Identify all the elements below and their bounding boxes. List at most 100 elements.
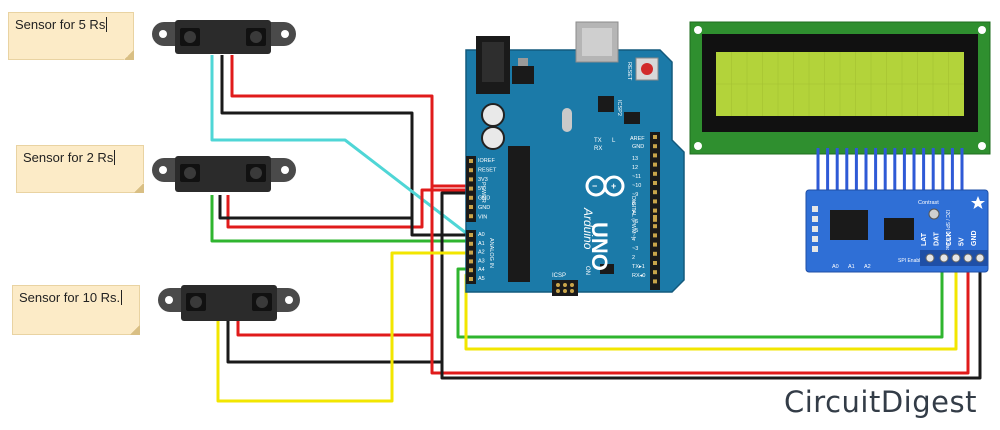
addr-label-2: A2 — [864, 264, 871, 270]
backpack-chip-1 — [830, 210, 868, 240]
digital-pin-label-7: ~6 — [632, 219, 638, 225]
text-cursor — [114, 150, 116, 165]
star-icon — [971, 196, 985, 209]
digital-pin-label-4: ~9 — [632, 192, 638, 198]
icsp-label: ICSP — [552, 273, 566, 279]
icsp2-label: ICSP2 — [616, 100, 622, 116]
backpack-pin-label-2: CLK — [946, 232, 953, 246]
digital-pin-label-0: 13 — [632, 156, 638, 162]
label-sensor-5rs: Sensor for 5 Rs — [8, 12, 134, 60]
analog-label: ANALOG IN — [488, 238, 494, 268]
analog-pin-label-0: A0 — [478, 232, 485, 238]
arduino-uno-board: − + Arduino UNO DIGITAL (PWM~) POWER ANA… — [465, 21, 685, 296]
svg-text:−: − — [592, 181, 597, 191]
backpack-pin-label-4: GND — [971, 230, 978, 246]
contrast-pot-icon — [928, 208, 940, 220]
label-sensor-5rs-text: Sensor for 5 Rs — [15, 17, 106, 32]
power-pin-label-5: GND — [478, 205, 490, 211]
digital-pin-label-10: ~3 — [632, 246, 638, 252]
label-sensor-2rs: Sensor for 2 Rs — [16, 145, 144, 193]
digital-pin-label-9: 4 — [632, 237, 635, 243]
wire-s10-red — [236, 186, 434, 337]
logo-part-1: Circuit — [784, 385, 881, 419]
wire-s5-cyan — [210, 55, 471, 238]
text-cursor — [121, 290, 123, 305]
analog-pin-label-1: A1 — [478, 241, 485, 247]
power-pin-label-6: VIN — [478, 214, 487, 220]
board-model: UNO — [587, 222, 612, 271]
arduino-logo-icon — [585, 175, 625, 197]
digital-pin-label-5: 8 — [632, 201, 635, 207]
reset-label: RESET — [626, 62, 632, 81]
backpack-pin-label-1: DAT — [934, 231, 941, 246]
note-fold — [134, 183, 144, 193]
digital-pin-label-6: 7 — [632, 210, 635, 216]
analog-pin-label-2: A2 — [478, 250, 485, 256]
text-cursor — [106, 17, 108, 32]
wire-s5-red — [230, 55, 470, 188]
power-pin-label-3: 5V — [478, 186, 485, 192]
wire-s10-yellow — [216, 251, 470, 403]
addr-label-0: A0 — [832, 264, 839, 270]
digital-pin-label-1: 12 — [632, 165, 638, 171]
capacitor-1 — [481, 103, 505, 127]
atmega-chip — [508, 146, 530, 282]
power-pin-label-2: 3V3 — [478, 177, 488, 183]
wire-s2-green — [210, 195, 470, 243]
rx-label: RX — [594, 146, 602, 152]
addr-label-1: A1 — [848, 264, 855, 270]
lcd-backpack: Contrast I2C / SPI LCD backpack SPI Enab… — [805, 189, 989, 273]
digital-pin-label-8: ~5 — [632, 228, 638, 234]
sensor-2rs — [152, 156, 296, 192]
digital-pin-label-11: 2 — [632, 255, 635, 261]
backpack-title: I2C / SPI LCD backpack — [944, 210, 950, 264]
note-fold — [130, 325, 140, 335]
wire-lcd-black — [440, 262, 982, 380]
digital-label: DIGITAL (PWM~) — [630, 196, 636, 239]
analog-pin-label-4: A4 — [478, 267, 485, 273]
icsp-header — [552, 280, 578, 296]
gnd-label: GND — [632, 144, 644, 150]
spi-enable-label: SPI Enable — [898, 258, 923, 264]
label-sensor-10rs: Sensor for 10 Rs. — [12, 285, 140, 335]
digital-pin-label-12: TX▸1 — [632, 264, 645, 270]
power-pin-labels: IOREF RESET 3V3 5V GND GND VIN — [478, 158, 497, 220]
l-label: L — [612, 138, 616, 144]
backpack-chip-2 — [884, 218, 914, 240]
aref-label: AREF — [630, 136, 645, 142]
wire-lcd-red — [430, 262, 970, 375]
label-sensor-10rs-text: Sensor for 10 Rs. — [19, 290, 121, 305]
board-brand: Arduino — [581, 207, 595, 250]
svg-text:+: + — [611, 181, 616, 191]
power-pin-label-4: GND — [478, 196, 490, 202]
circuitdigest-logo: CircuitDigest — [784, 385, 977, 419]
capacitor-2 — [481, 126, 505, 150]
digital-pin-label-3: ~10 — [632, 183, 641, 189]
wire-lcd-green — [456, 262, 944, 339]
power-pin-label-1: RESET — [478, 167, 497, 173]
logo-part-2: Digest — [880, 385, 977, 419]
sensor-5rs — [152, 20, 296, 54]
analog-header — [466, 230, 476, 284]
digital-pin-label-13: RX◂0 — [632, 273, 645, 279]
tx-label: TX — [594, 138, 602, 144]
backpack-pin-label-0: LAT — [921, 232, 928, 246]
header-pins — [469, 135, 657, 284]
label-sensor-2rs-text: Sensor for 2 Rs — [23, 150, 114, 165]
lcd-ribbon — [816, 148, 964, 196]
contrast-label: Contrast — [918, 200, 939, 206]
power-pin-label-0: IOREF — [478, 158, 495, 164]
analog-pin-label-5: A5 — [478, 276, 485, 282]
digital-header-bottom — [650, 212, 660, 290]
note-fold — [124, 50, 134, 60]
analog-pin-label-3: A3 — [478, 258, 485, 264]
digital-header-top — [650, 132, 660, 228]
on-label: ON — [584, 266, 590, 275]
power-label: POWER — [480, 182, 486, 203]
wire-s5-black — [220, 55, 414, 230]
backpack-pin-label-3: 5V — [959, 237, 966, 246]
lcd-display — [689, 21, 991, 155]
